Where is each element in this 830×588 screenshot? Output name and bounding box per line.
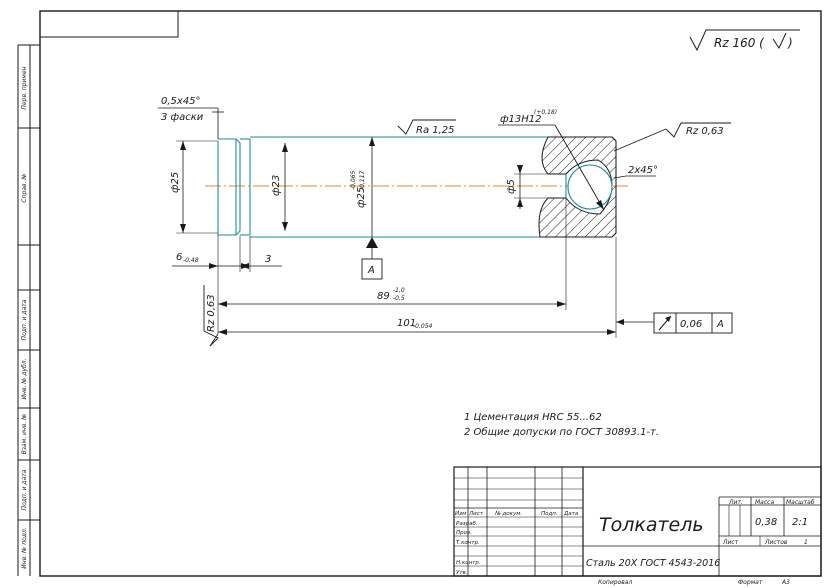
scale-value: 2:1 [792, 517, 808, 528]
strip-label-7: Инв. № подл. [21, 527, 28, 568]
col-header-list: Лист [468, 511, 484, 517]
dim-89: 89 -1,0 -0,5 [217, 198, 567, 334]
datum-label: A [367, 265, 375, 276]
hole-tol-text: (+0,18) [534, 109, 557, 116]
row-label-razrab: Разраб. [456, 521, 478, 527]
dim-d25-text: ф25 [170, 172, 181, 193]
row-label-utv: Утв. [456, 570, 468, 576]
dim-101-text: 101 [397, 318, 416, 329]
chamfer-right-text: 2x45° [628, 165, 658, 176]
runout-value: 0,06 [680, 319, 702, 330]
dim-d23-text: ф23 [271, 175, 282, 196]
roughness-rz-right: Rz 0,63 [613, 122, 731, 152]
note-1: 1 Цементация HRC 55...62 [464, 412, 602, 423]
dim-101: 101 -0,054 [218, 237, 617, 338]
format-value: A3 [781, 579, 790, 586]
dim-89-low: -0,5 [393, 295, 405, 302]
chamfer-note-text: 0,5x45° [161, 96, 201, 107]
dim-d25-tol: ф25 -0,065 -0,117 A [350, 137, 383, 280]
roughness-ra: Ra 1,25 [397, 119, 456, 136]
dim-d25-left: ф25 [170, 140, 218, 234]
sheet-label: Лист [722, 539, 739, 546]
dim-3-text: 3 [265, 254, 271, 265]
scale-label: Масштаб [786, 499, 815, 506]
dim-89-text: 89 [377, 291, 390, 302]
strip-label-6: Подп. и дата [21, 469, 28, 510]
material: Сталь 20Х ГОСТ 4543-2016 [586, 558, 720, 569]
dim-d5-text: ф5 [506, 179, 517, 194]
general-roughness: Rz 160 ( ) [689, 29, 800, 52]
col-header-doc: № докум. [494, 511, 522, 517]
general-roughness-tail: ) [787, 36, 793, 50]
strip-label-3: Подп. и дата [21, 299, 28, 340]
dim-6-tol: -0,48 [183, 257, 199, 264]
dim-d25-tol-text: ф25 [356, 187, 367, 208]
chamfer-note-sub: 3 фаски [161, 112, 204, 123]
col-header-izm: Изм [455, 511, 466, 517]
cross-hole [567, 164, 613, 210]
strip-label-4: Инв. № дубл. [21, 358, 28, 399]
col-header-date: Дата [563, 511, 579, 517]
general-roughness-text: Rz 160 ( [714, 36, 765, 50]
strip-label-5: Взам. инв. № [21, 414, 28, 455]
dim-d25-tol-low: -0,117 [359, 170, 366, 190]
strip-label-2: Справ. № [21, 173, 28, 202]
dim-d5: ф5 [506, 165, 566, 209]
dim-89-up: -1,0 [393, 287, 405, 294]
drawing-frame [39, 10, 822, 577]
row-label-nkontr: Н.контр. [456, 560, 481, 566]
part-name: Толкатель [599, 514, 704, 536]
roughness-rz-right-text: Rz 0,63 [686, 126, 724, 137]
format-label: Формат [738, 579, 763, 586]
top-left-box [39, 10, 179, 38]
copied-label: Копировал [598, 579, 632, 586]
left-strip: Перв. примен Справ. № Подп. и дата Инв. … [17, 44, 40, 576]
dim-d25-tol-up: -0,065 [350, 170, 357, 190]
lit-label: Лит. [728, 499, 743, 506]
hole-arrow [596, 200, 604, 210]
hole-dim-text: ф13H12 [500, 114, 542, 125]
title-block: Изм Лист № докум. Подп. Дата Разраб. Про… [453, 466, 822, 577]
strip-label-1: Перв. примен [21, 66, 28, 109]
dim-101-tol: -0,054 [413, 323, 433, 330]
runout-frame: 0,06 A [616, 312, 733, 334]
mass-value: 0,38 [755, 517, 777, 528]
row-label-prov: Пров. [456, 530, 472, 536]
sheets-value: 1 [804, 539, 808, 546]
chamfer-right: 2x45° [613, 165, 658, 179]
datum-triangle [366, 237, 378, 248]
col-header-sign: Подп. [541, 511, 558, 517]
chamfer-note: 0,5x45° 3 фаски [158, 96, 224, 139]
row-label-tkontr: Т.контр. [456, 540, 480, 546]
roughness-ra-text: Ra 1,25 [416, 125, 455, 136]
dim-6-text: 6 [176, 252, 182, 263]
note-2: 2 Общие допуски по ГОСТ 30893.1-т. [464, 426, 659, 438]
dim-d23: ф23 [271, 143, 288, 231]
roughness-rz-left-text: Rz 0,63 [206, 294, 217, 332]
dim-6: 6 -0,48 3 [172, 236, 282, 272]
hole-callout: ф13H12 (+0,18) [498, 109, 605, 211]
sheets-label: Листов [764, 539, 788, 546]
check-mark-icon [772, 32, 787, 50]
mass-label: Масса [755, 499, 774, 506]
datum-box [361, 258, 383, 280]
runout-datum: A [716, 319, 724, 330]
roughness-rz-left: Rz 0,63 [203, 285, 219, 347]
